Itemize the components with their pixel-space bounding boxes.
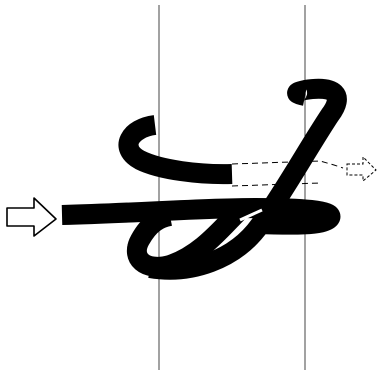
black-rope-path xyxy=(128,125,232,174)
black-rope-path xyxy=(62,208,330,225)
arrow-right-icon xyxy=(7,198,56,236)
dashed-arrow-right-icon xyxy=(347,157,376,181)
